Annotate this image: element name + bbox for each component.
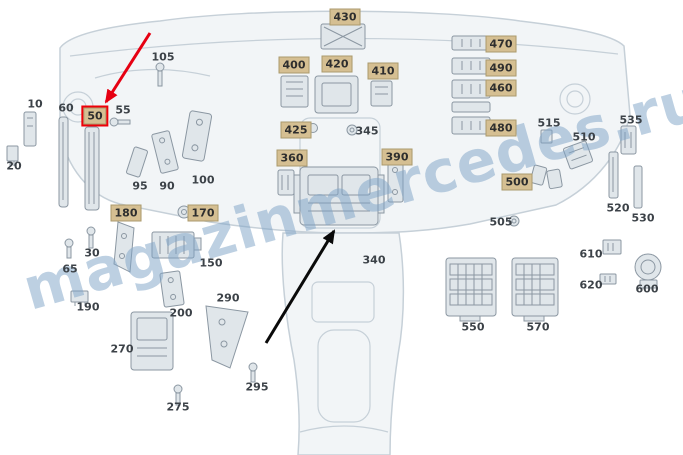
part-label-420: 420: [321, 55, 353, 73]
part-label-620: 620: [579, 278, 603, 292]
part-label-105: 105: [151, 50, 175, 64]
part-sketch-100: [181, 110, 213, 162]
part-label-150: 150: [199, 256, 223, 270]
part-sketch-360: [277, 169, 295, 196]
part-label-410: 410: [367, 62, 399, 80]
part-label-610: 610: [579, 247, 603, 261]
part-sketch-295: [248, 362, 258, 383]
part-label-90: 90: [159, 179, 175, 193]
part-label-170: 170: [187, 204, 219, 222]
part-label-480: 480: [485, 119, 517, 137]
part-label-290: 290: [216, 291, 240, 305]
part-label-55: 55: [115, 103, 131, 117]
part-label-400: 400: [278, 56, 310, 74]
part-sketch-20: [6, 145, 19, 166]
part-label-295: 295: [245, 380, 269, 394]
part-sketch-460: [451, 79, 491, 113]
part-sketch-340: [293, 166, 385, 226]
part-sketch-275: [173, 384, 183, 406]
part-sketch-530: [633, 165, 643, 209]
part-label-470: 470: [485, 35, 517, 53]
part-sketch-90: [151, 130, 179, 174]
part-sketch-180: [113, 221, 135, 273]
part-label-505: 505: [489, 215, 513, 229]
part-sketch-515: [540, 129, 553, 144]
part-sketch-500: [529, 164, 563, 190]
part-label-360: 360: [276, 149, 308, 167]
part-label-345: 345: [355, 124, 379, 138]
part-label-500: 500: [501, 173, 533, 191]
part-label-50: 50: [81, 105, 109, 127]
part-label-20: 20: [6, 159, 22, 173]
part-sketch-10: [23, 111, 37, 147]
part-label-10: 10: [27, 97, 43, 111]
part-sketch-510: [563, 140, 593, 170]
part-label-275: 275: [166, 400, 190, 414]
part-sketch-535: [620, 125, 637, 155]
part-label-180: 180: [110, 204, 142, 222]
part-label-95: 95: [132, 179, 148, 193]
part-sketch-610: [602, 239, 622, 255]
part-sketch-345: [346, 124, 358, 136]
part-label-100: 100: [191, 173, 215, 187]
part-sketch-50: [84, 126, 100, 211]
part-sketch-60: [58, 116, 69, 208]
part-sketch-550: [445, 257, 497, 322]
part-sketch-570: [511, 257, 559, 322]
part-sketch-270: [130, 311, 174, 371]
part-sketch-105: [155, 62, 165, 87]
part-label-340: 340: [362, 253, 386, 267]
part-sketch-200: [159, 270, 185, 308]
part-label-190: 190: [76, 300, 100, 314]
part-label-425: 425: [280, 121, 312, 139]
part-sketch-95: [126, 146, 148, 178]
part-sketch-65: [64, 238, 74, 259]
part-label-200: 200: [169, 306, 193, 320]
part-sketch-55: [109, 117, 131, 127]
part-label-460: 460: [485, 79, 517, 97]
part-label-510: 510: [572, 130, 596, 144]
part-sketch-290: [205, 305, 249, 369]
part-label-550: 550: [461, 320, 485, 334]
part-label-490: 490: [485, 59, 517, 77]
part-sketch-170: [177, 205, 191, 219]
part-sketch-30: [86, 226, 96, 249]
part-label-65: 65: [62, 262, 78, 276]
part-sketch-420: [314, 75, 359, 114]
part-sketch-400: [280, 75, 309, 108]
part-sketch-430: [320, 23, 366, 50]
part-label-600: 600: [635, 282, 659, 296]
part-label-530: 530: [631, 211, 655, 225]
part-label-30: 30: [84, 246, 100, 260]
part-sketch-150: [151, 231, 202, 259]
part-label-570: 570: [526, 320, 550, 334]
part-label-390: 390: [381, 148, 413, 166]
part-label-520: 520: [606, 201, 630, 215]
part-sketch-505: [508, 215, 520, 227]
part-sketch-520: [608, 151, 619, 199]
part-label-515: 515: [537, 116, 561, 130]
part-label-270: 270: [110, 342, 134, 356]
part-sketch-600: [634, 253, 662, 289]
part-label-535: 535: [619, 113, 643, 127]
part-sketch-410: [370, 80, 393, 107]
part-sketch-190: [70, 290, 89, 306]
part-label-60: 60: [58, 101, 74, 115]
part-label-430: 430: [329, 8, 361, 26]
part-sketch-620: [599, 273, 617, 285]
parts-layer: [6, 23, 662, 406]
